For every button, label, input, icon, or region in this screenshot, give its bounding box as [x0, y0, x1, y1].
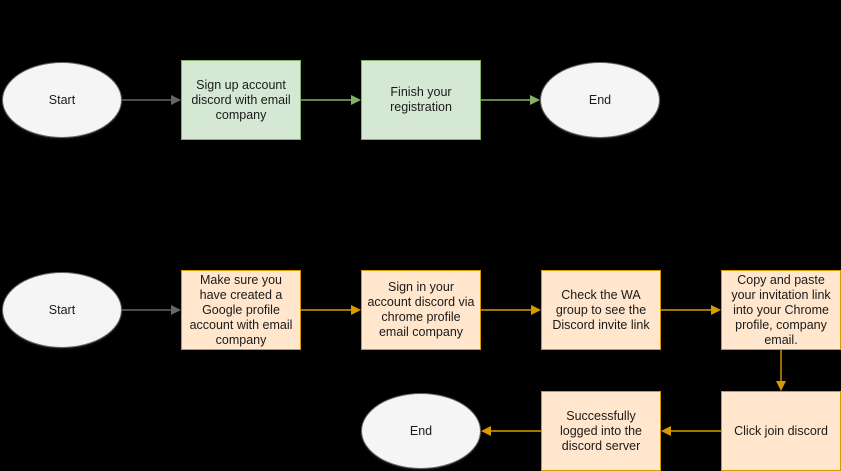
- node-label: Check the WA group to see the Discord in…: [552, 287, 650, 332]
- edge-signin-to-check-wa-group: [481, 302, 541, 318]
- node-label: Sign in your account discord via chrome …: [367, 280, 475, 339]
- node-start-registration[interactable]: Start: [2, 62, 122, 138]
- node-start-join-server[interactable]: Start: [2, 272, 122, 348]
- node-label: End: [588, 92, 612, 107]
- node-finish-your-registration[interactable]: Finish your registration: [361, 60, 481, 140]
- node-make-sure-google-profile[interactable]: Make sure you have created a Google prof…: [181, 270, 301, 350]
- node-copy-paste-invitation-link[interactable]: Copy and paste your invitation link into…: [721, 270, 841, 350]
- node-end-registration[interactable]: End: [540, 62, 660, 138]
- edge-start-to-signup: [122, 92, 181, 108]
- node-label: Start: [48, 92, 76, 107]
- node-label: Start: [48, 302, 76, 317]
- node-label: Copy and paste your invitation link into…: [731, 272, 831, 347]
- node-click-join-discord[interactable]: Click join discord: [721, 391, 841, 471]
- edge-finish-to-end: [481, 92, 540, 108]
- edge-check-wa-group-to-copy-link: [661, 302, 721, 318]
- edge-start-to-google-profile: [122, 302, 181, 318]
- edge-google-profile-to-signin: [301, 302, 361, 318]
- node-label: Finish your registration: [390, 85, 452, 114]
- node-label: Sign up account discord with email compa…: [191, 77, 291, 122]
- node-sign-in-account-discord[interactable]: Sign in your account discord via chrome …: [361, 270, 481, 350]
- node-label: End: [409, 423, 433, 438]
- node-sign-up-account-discord[interactable]: Sign up account discord with email compa…: [181, 60, 301, 140]
- node-label: Make sure you have created a Google prof…: [189, 272, 293, 347]
- node-label: Click join discord: [734, 423, 828, 438]
- node-successfully-logged-in[interactable]: Successfully logged into the discord ser…: [541, 391, 661, 471]
- node-end-join-server[interactable]: End: [361, 393, 481, 469]
- node-label: Successfully logged into the discord ser…: [559, 408, 642, 453]
- node-check-wa-group[interactable]: Check the WA group to see the Discord in…: [541, 270, 661, 350]
- edge-copy-link-to-click-join: [773, 350, 789, 391]
- edge-signup-to-finish: [301, 92, 361, 108]
- edge-logged-in-to-end: [481, 423, 541, 439]
- edge-click-join-to-logged-in: [661, 423, 721, 439]
